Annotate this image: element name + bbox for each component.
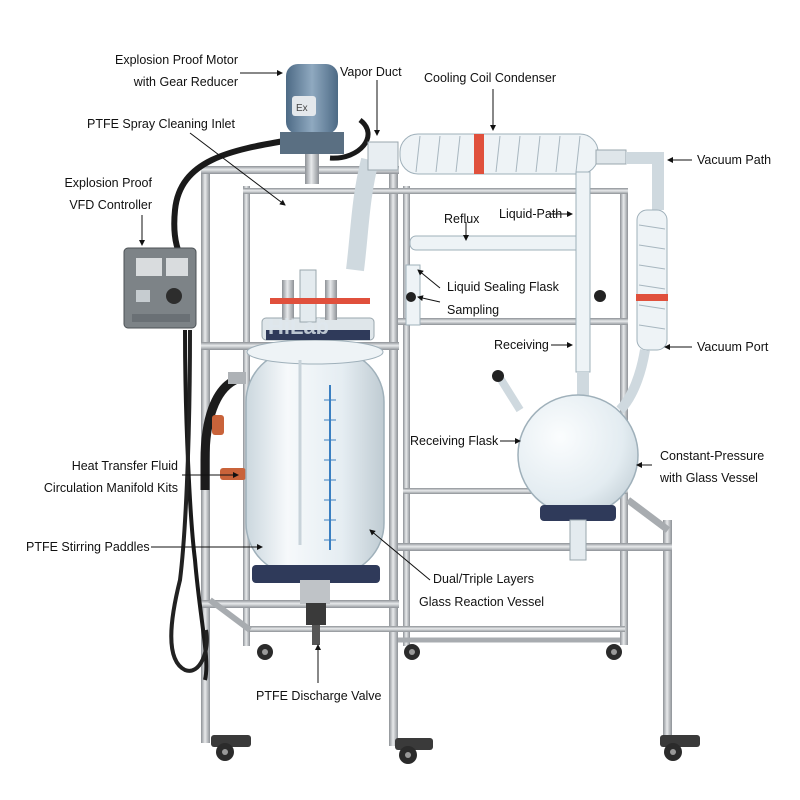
label-motor-line2: with Gear Reducer <box>133 75 238 89</box>
frame-rail-bottom-right <box>398 543 672 551</box>
label-reaction-vessel-line2: Glass Reaction Vessel <box>419 595 545 609</box>
label-heat-transfer-line2: Circulation Manifold Kits <box>43 481 178 495</box>
label-condenser: Cooling Coil Condenser <box>424 71 557 85</box>
vessel-lid: HiLab <box>261 269 375 341</box>
explosion-proof-motor: Ex <box>280 64 344 184</box>
label-vapor-duct: Vapor Duct <box>340 65 402 79</box>
svg-text:Ex: Ex <box>296 103 308 114</box>
caster-back-center <box>404 644 420 660</box>
label-motor-line1: Explosion Proof Motor <box>115 53 238 67</box>
label-vfd-line1: Explosion Proof <box>64 176 152 190</box>
label-stirring-paddles: PTFE Stirring Paddles <box>26 540 150 554</box>
label-receiving-flask: Receiving Flask <box>410 434 499 448</box>
frame-rail-top <box>201 166 399 174</box>
label-motor: Explosion Proof Motor with Gear Reducer <box>92 52 238 91</box>
label-constant-pressure-line1: Constant-Pressure <box>660 449 765 463</box>
caster-back-left <box>257 644 273 660</box>
label-vacuum-port: Vacuum Port <box>697 340 769 354</box>
frame-rail-floor <box>250 626 625 632</box>
label-constant-pressure-line2: with Glass Vessel <box>660 471 758 485</box>
label-liquid-path: Liquid-Path <box>499 207 563 221</box>
frame-post-center-front <box>389 168 398 746</box>
brand-logo: HiLab <box>268 314 329 339</box>
caster-front-center <box>395 738 433 764</box>
label-reaction-vessel-line1: Dual/Triple Layers <box>433 572 534 586</box>
frame-post-center-back <box>403 186 410 646</box>
frame-rail-lower-right <box>403 488 628 494</box>
label-heat-transfer: Heat Transfer Fluid Circulation Manifold… <box>10 458 178 497</box>
label-reflux: Reflux <box>444 212 480 226</box>
caster-front-left <box>211 735 251 761</box>
label-vacuum-path: Vacuum Path <box>697 153 772 167</box>
heat-transfer-manifold <box>200 372 246 490</box>
caster-front-right <box>660 735 700 761</box>
vfd-controller-box <box>123 247 197 329</box>
label-sealing-flask: Liquid Sealing Flask <box>447 280 559 294</box>
discharge-valve <box>306 603 326 645</box>
label-discharge-valve: PTFE Discharge Valve <box>256 689 382 703</box>
label-leaders <box>139 70 692 683</box>
caster-back-right <box>606 644 622 660</box>
label-vfd: Explosion Proof VFD Controller <box>40 175 152 214</box>
frame-rail-top-back <box>243 188 628 194</box>
label-heat-transfer-line1: Heat Transfer Fluid <box>71 459 178 473</box>
label-sampling: Sampling <box>447 303 500 317</box>
label-spray-inlet: PTFE Spray Cleaning Inlet <box>87 117 235 131</box>
frame-post-right-front <box>663 520 672 745</box>
label-reaction-vessel: Dual/Triple Layers Glass Reaction Vessel <box>419 571 544 611</box>
receiving-flask <box>492 370 639 561</box>
reflux-line <box>405 171 606 373</box>
caster-wheels <box>211 644 700 764</box>
frame-rail-mid-right <box>398 318 628 325</box>
vacuum-condenser <box>616 152 668 414</box>
glass-reaction-vessel <box>245 339 385 604</box>
label-constant-pressure: Constant-Pressure with Glass Vessel <box>660 448 764 487</box>
label-vfd-line2: VFD Controller <box>69 198 152 212</box>
condenser-assembly <box>346 133 627 272</box>
label-receiving: Receiving <box>494 338 549 352</box>
